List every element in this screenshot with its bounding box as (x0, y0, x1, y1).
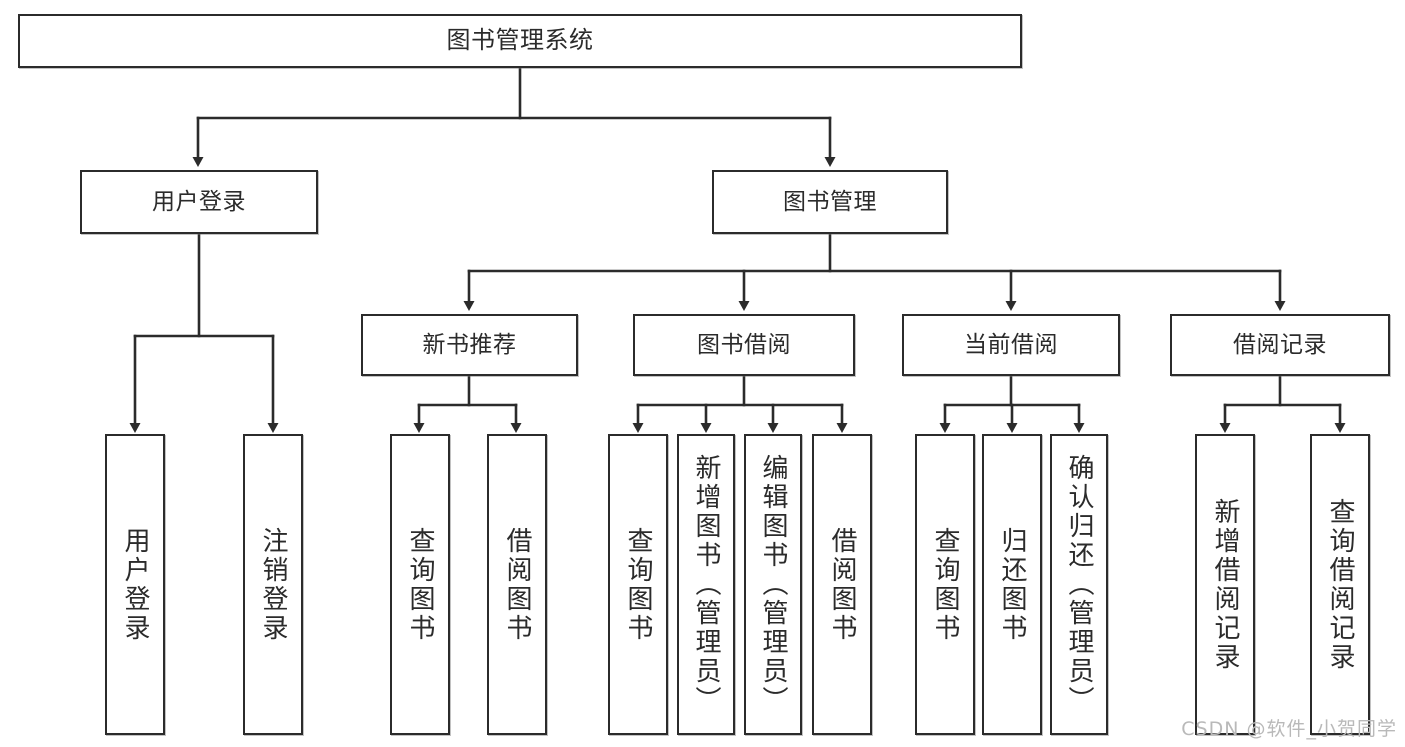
node-leaf-add-record-label: 新增借阅记录 (1210, 497, 1240, 672)
node-new-book-recommend-label: 新书推荐 (422, 331, 517, 358)
node-book-manage-label: 图书管理 (783, 188, 877, 215)
node-user-login[interactable]: 用户登录 (80, 170, 318, 234)
node-borrow-record[interactable]: 借阅记录 (1170, 314, 1390, 376)
node-leaf-query-record[interactable]: 查询借阅记录 (1310, 434, 1370, 735)
node-leaf-borrow-book-1[interactable]: 借阅图书 (487, 434, 547, 735)
node-borrow-record-label: 借阅记录 (1233, 331, 1327, 358)
node-root[interactable]: 图书管理系统 (18, 14, 1022, 68)
node-leaf-return-book[interactable]: 归还图书 (982, 434, 1042, 735)
node-leaf-return-book-label: 归还图书 (997, 526, 1027, 643)
node-leaf-edit-book[interactable]: 编辑图书（管理员） (744, 434, 802, 735)
node-leaf-query-book-3-label: 查询图书 (930, 526, 960, 643)
node-leaf-add-book[interactable]: 新增图书（管理员） (677, 434, 735, 735)
node-leaf-query-record-label: 查询借阅记录 (1325, 497, 1355, 672)
node-leaf-edit-book-label: 编辑图书（管理员） (758, 454, 788, 715)
node-current-borrow-label: 当前借阅 (964, 331, 1058, 358)
node-root-label: 图书管理系统 (446, 26, 594, 55)
node-leaf-query-book-1-label: 查询图书 (405, 526, 435, 643)
node-leaf-query-book-3[interactable]: 查询图书 (915, 434, 975, 735)
node-leaf-borrow-book-2-label: 借阅图书 (827, 526, 857, 643)
node-leaf-borrow-book-1-label: 借阅图书 (502, 526, 532, 643)
node-book-manage[interactable]: 图书管理 (712, 170, 948, 234)
node-leaf-query-book-2-label: 查询图书 (623, 526, 653, 643)
node-leaf-query-book-1[interactable]: 查询图书 (390, 434, 450, 735)
node-leaf-borrow-book-2[interactable]: 借阅图书 (812, 434, 872, 735)
node-leaf-logout-label: 注销登录 (258, 526, 288, 643)
node-leaf-add-record[interactable]: 新增借阅记录 (1195, 434, 1255, 735)
node-book-borrow-label: 图书借阅 (697, 331, 791, 358)
csdn-watermark: CSDN @软件_小贺同学 (1181, 718, 1397, 740)
node-leaf-add-book-label: 新增图书（管理员） (691, 454, 721, 715)
node-user-login-label: 用户登录 (152, 188, 246, 215)
node-leaf-logout[interactable]: 注销登录 (243, 434, 303, 735)
node-leaf-user-login-label: 用户登录 (120, 526, 150, 643)
node-leaf-confirm-return-label: 确认归还（管理员） (1064, 454, 1094, 715)
node-current-borrow[interactable]: 当前借阅 (902, 314, 1120, 376)
node-book-borrow[interactable]: 图书借阅 (633, 314, 855, 376)
node-leaf-query-book-2[interactable]: 查询图书 (608, 434, 668, 735)
node-leaf-user-login[interactable]: 用户登录 (105, 434, 165, 735)
node-new-book-recommend[interactable]: 新书推荐 (361, 314, 578, 376)
node-leaf-confirm-return[interactable]: 确认归还（管理员） (1050, 434, 1108, 735)
